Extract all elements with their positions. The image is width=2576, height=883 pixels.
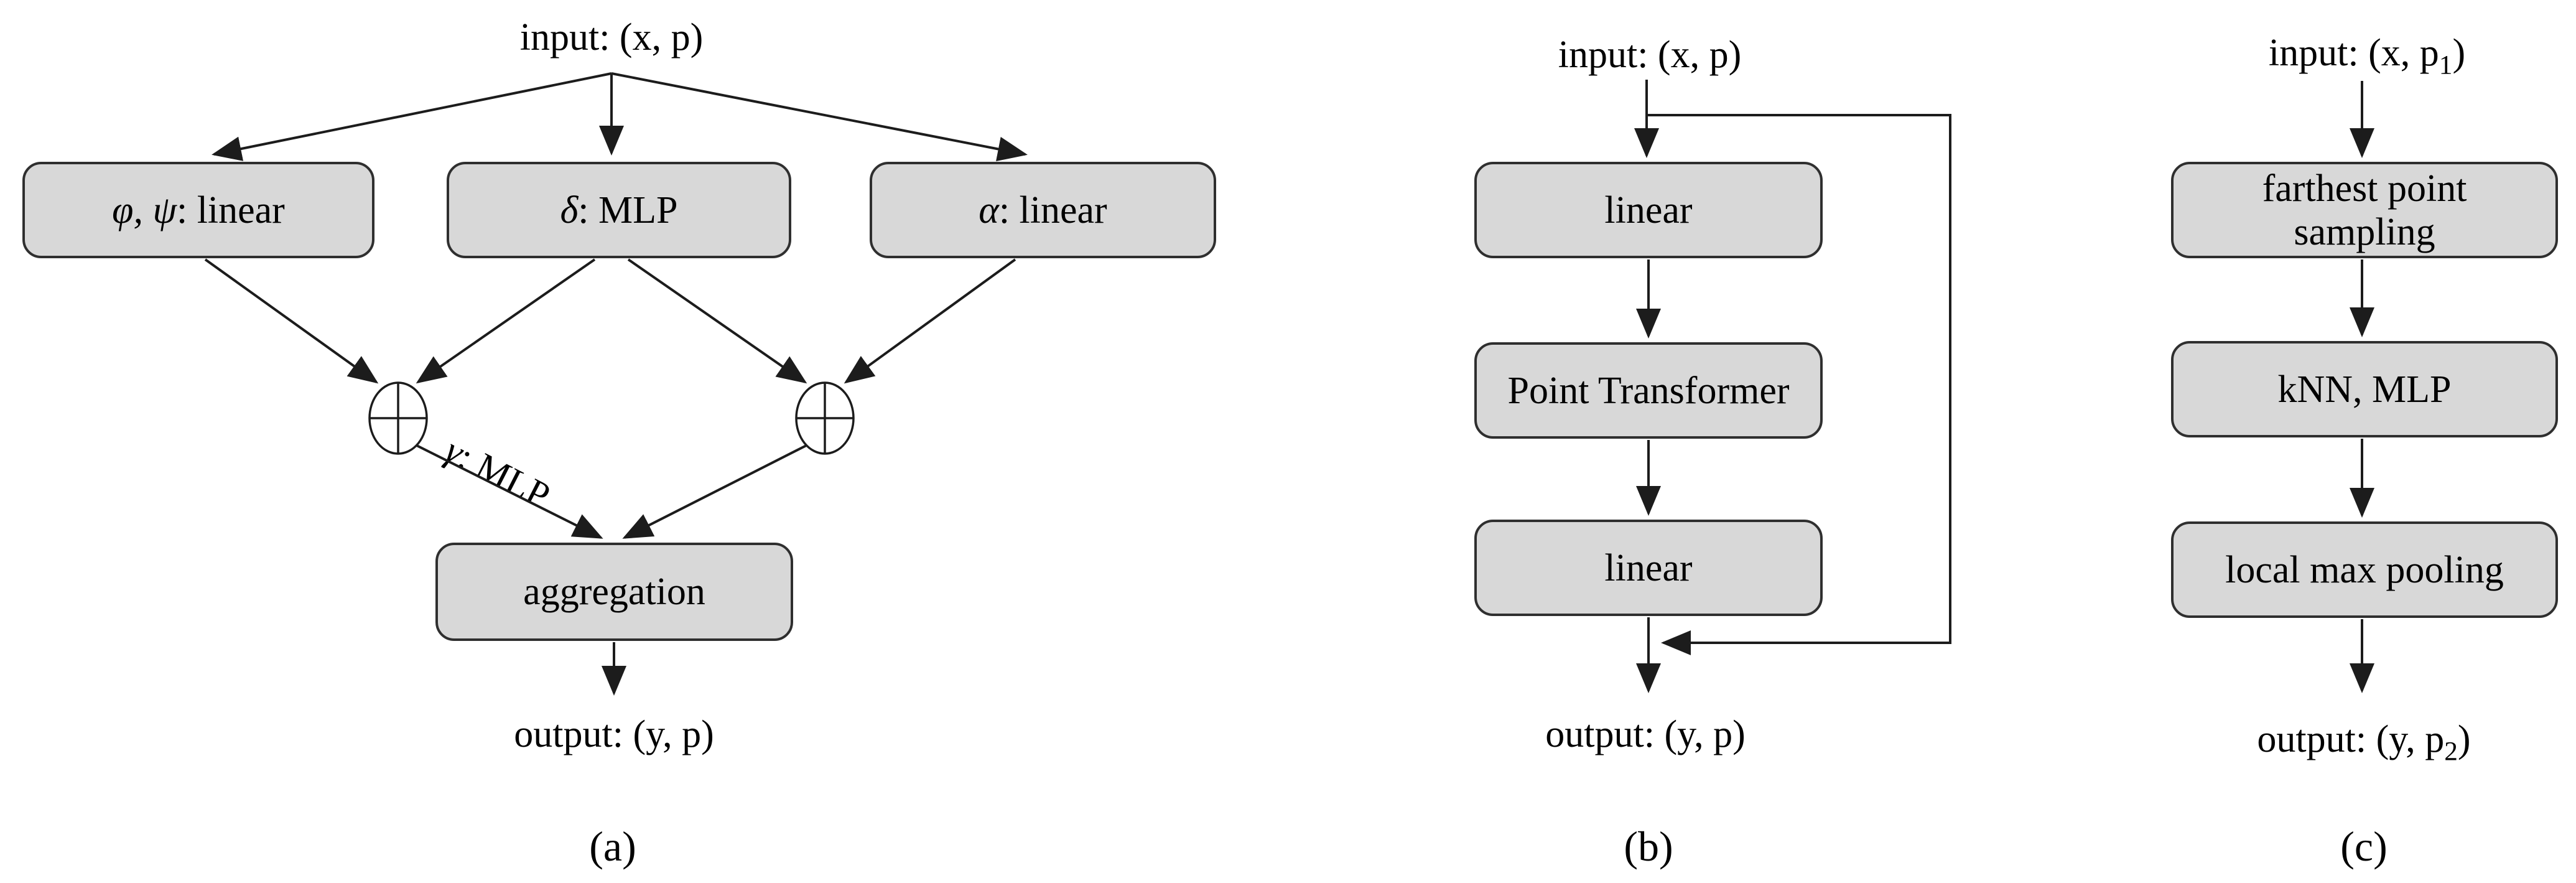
diagram-c-output-label: output: (y, p2)	[2084, 713, 2576, 765]
diagram-a-output-label: output: (y, p)	[334, 708, 894, 760]
box-label: φ, ψ: linear	[112, 189, 285, 232]
box-label: α: linear	[979, 189, 1107, 232]
caption-b: (b)	[1624, 823, 1673, 870]
box-label-rest: linear	[1604, 189, 1693, 231]
arrow-alpha-to-plus	[844, 258, 1016, 384]
box-aggregation: aggregation	[435, 543, 793, 641]
box-label-rest: local max pooling	[2225, 548, 2504, 591]
box-label-rest: : MLP	[578, 189, 678, 231]
circled-plus-icon	[795, 381, 855, 455]
box-label-rest: kNN, MLP	[2277, 368, 2452, 411]
box-label: δ: MLP	[560, 189, 677, 232]
output-label-text: output: (y, p	[1545, 713, 1733, 755]
diagram-b-output-label: output: (y, p)	[1365, 708, 1925, 760]
box-label-rest: aggregation	[523, 571, 705, 613]
output-label-text: output: (y, p	[2257, 718, 2445, 760]
box-label: aggregation	[523, 570, 705, 614]
box-label: linear	[1604, 546, 1692, 590]
output-label-close: )	[1732, 713, 1746, 755]
arrow-delta-to-left-plus	[416, 258, 596, 384]
output-label-close: )	[2457, 718, 2471, 760]
box-label-italic: α	[979, 189, 999, 231]
output-label-subscript: 2	[2444, 736, 2458, 767]
diagram-b-input-label: input: (x, p)	[1370, 29, 1930, 81]
box-label-rest: Point Transformer	[1507, 369, 1790, 412]
input-label-close: )	[2452, 32, 2466, 74]
arrow-right-plus-to-aggregation	[622, 444, 807, 539]
caption-c: (c)	[2340, 823, 2388, 870]
box-label-italic: φ, ψ	[112, 189, 177, 231]
output-label-text: output: (y, p	[514, 713, 702, 755]
diagram-a-input-label: input: (x, p)	[332, 11, 891, 63]
box-label: linear	[1604, 189, 1692, 232]
box-delta-mlp: δ: MLP	[447, 162, 791, 258]
fork-arrow-right	[611, 72, 1028, 162]
arrow-delta-to-right-plus	[627, 258, 807, 384]
box-knn-mlp: kNN, MLP	[2171, 341, 2558, 437]
box-label: Point Transformer	[1508, 369, 1790, 413]
box-label: kNN, MLP	[2277, 368, 2451, 411]
input-label-close: )	[690, 16, 704, 58]
box-label: farthest point sampling	[2192, 167, 2537, 254]
box-farthest-point-sampling: farthest point sampling	[2171, 162, 2558, 258]
input-label-text: input: (x, p	[2268, 32, 2439, 74]
arrow-phi-to-plus	[204, 258, 379, 384]
gamma-mlp-edge-label: γ: MLP	[402, 407, 592, 538]
output-label-close: )	[701, 713, 714, 755]
box-local-max-pooling: local max pooling	[2171, 521, 2558, 618]
input-label-text: input: (x, p	[1558, 34, 1729, 76]
box-label: local max pooling	[2225, 548, 2504, 592]
diagram-c-input-label: input: (x, p1)	[2087, 27, 2576, 79]
input-label-close: )	[1728, 34, 1742, 76]
caption-a: (a)	[589, 823, 636, 870]
edge-label-rest: : MLP	[452, 436, 557, 516]
box-label-rest: linear	[1604, 546, 1693, 589]
box-label-italic: δ	[560, 189, 579, 231]
box-alpha-linear: α: linear	[870, 162, 1216, 258]
box-label-rest: : linear	[998, 189, 1107, 231]
fork-arrow-left	[212, 72, 612, 161]
box-label-rest: : linear	[176, 189, 285, 231]
input-label-subscript: 1	[2439, 50, 2453, 80]
box-linear-bottom: linear	[1474, 520, 1823, 616]
box-label-rest: farthest point sampling	[2262, 167, 2467, 253]
box-linear-top: linear	[1474, 162, 1823, 258]
box-phi-psi-linear: φ, ψ: linear	[22, 162, 374, 258]
input-label-text: input: (x, p	[519, 16, 690, 58]
box-point-transformer: Point Transformer	[1474, 342, 1823, 439]
